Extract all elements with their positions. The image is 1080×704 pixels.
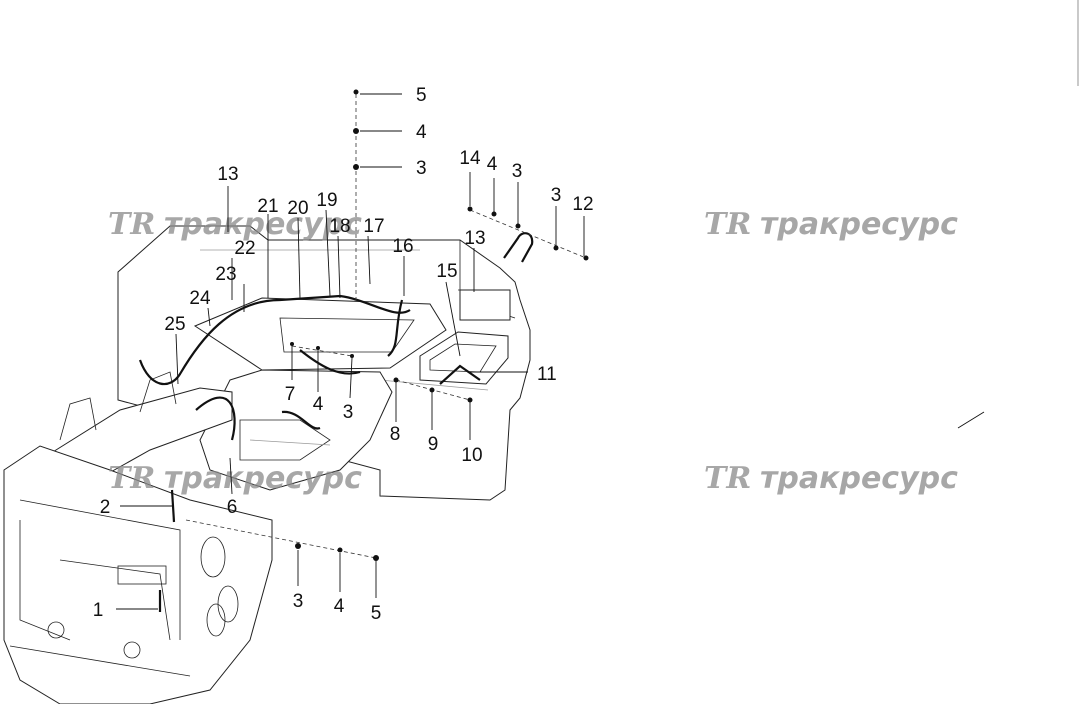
watermark-bottom-left: TR тракресурс: [108, 461, 362, 496]
callout-21: 21: [257, 196, 278, 217]
callout-24: 24: [189, 288, 211, 309]
callout-3-bottom: 3: [293, 591, 304, 612]
watermark-top-left: TR тракресурс: [108, 207, 362, 242]
callout-22: 22: [234, 238, 255, 259]
callout-13-right: 13: [464, 228, 485, 249]
callout-18: 18: [329, 216, 350, 237]
fastener-dots: [290, 89, 589, 561]
callout-16: 16: [392, 236, 413, 257]
watermark-text: тракресурс: [760, 207, 958, 242]
front-chassis: [3, 445, 273, 704]
callout-7: 7: [285, 384, 296, 405]
right-tray: [419, 331, 509, 385]
callout-5-top: 5: [416, 85, 427, 106]
callout-3-mid: 3: [343, 402, 354, 423]
callout-25: 25: [164, 314, 185, 335]
watermark-text: тракресурс: [164, 207, 362, 242]
callout-13-left: 13: [217, 164, 238, 185]
callout-11: 11: [537, 364, 557, 385]
callout-19: 19: [316, 190, 337, 211]
watermark-logo: TR: [704, 207, 751, 242]
callout-4-right: 4: [487, 154, 498, 175]
watermark-text: тракресурс: [760, 461, 958, 496]
callout-14: 14: [459, 148, 481, 169]
callout-3-right-a: 3: [512, 161, 523, 182]
watermark-text: тракресурс: [164, 461, 362, 496]
callout-4-mid: 4: [313, 394, 324, 415]
watermark-logo: TR: [704, 461, 751, 496]
callout-8: 8: [390, 424, 401, 445]
callout-leaders: [116, 93, 585, 610]
callout-17: 17: [363, 216, 384, 237]
callout-20: 20: [287, 198, 308, 219]
main-harness: [138, 294, 411, 386]
callout-5-bottom: 5: [371, 603, 382, 624]
tractor-frame-drawing: [3, 0, 1079, 704]
callout-labels: 5 4 3 14 4 3 3 12 13 21 20 19 18 17 16 1…: [93, 85, 594, 624]
watermark-logo: TR: [108, 207, 155, 242]
callout-9: 9: [428, 434, 439, 455]
callout-23: 23: [215, 264, 236, 285]
watermark-bottom-right: TR тракресурс: [704, 461, 958, 496]
callout-15: 15: [436, 261, 457, 282]
callout-1: 1: [93, 600, 104, 621]
callout-3-right-b: 3: [551, 185, 562, 206]
callout-12: 12: [572, 194, 593, 215]
watermark-logo: TR: [108, 461, 155, 496]
callout-4-top: 4: [416, 122, 427, 143]
callout-4-bottom: 4: [334, 596, 345, 617]
callout-2: 2: [100, 497, 111, 518]
u-bolt: [503, 232, 534, 263]
callout-10: 10: [461, 445, 482, 466]
callout-3-top: 3: [416, 158, 427, 179]
callout-6: 6: [227, 497, 238, 518]
watermark-top-right: TR тракресурс: [704, 207, 958, 242]
